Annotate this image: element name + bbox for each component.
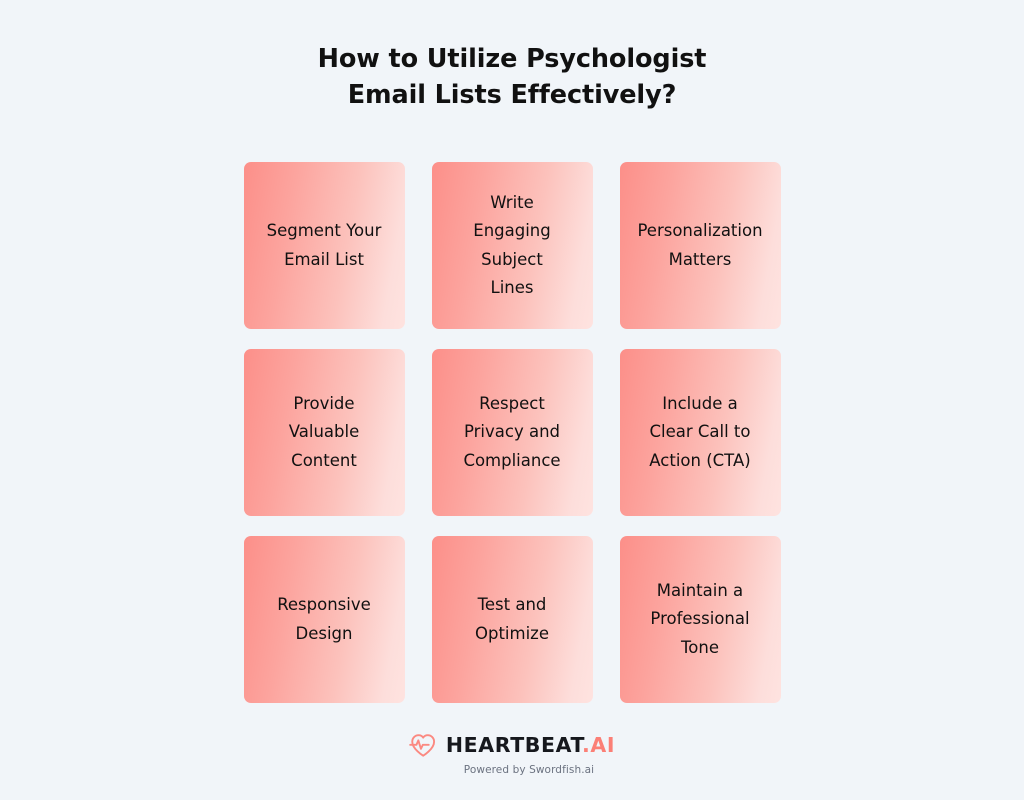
powered-by-tagline: Powered by Swordfish.ai xyxy=(463,764,595,777)
tip-card-label: Maintain a Professional Tone xyxy=(650,580,750,657)
tip-card-9: Maintain a Professional Tone xyxy=(619,536,781,704)
tip-card-1: Segment Your Email List xyxy=(243,162,405,330)
tip-card-label: Segment Your Email List xyxy=(266,221,382,269)
tip-card-label: Responsive Design xyxy=(277,595,371,643)
brand-name-accent: .AI xyxy=(581,732,616,757)
tip-card-label: Respect Privacy and Compliance xyxy=(463,393,561,470)
tip-card-5: Respect Privacy and Compliance xyxy=(431,349,593,517)
tip-card-3: Personalization Matters xyxy=(619,162,781,330)
tip-card-7: Responsive Design xyxy=(243,536,405,704)
tip-card-8: Test and Optimize xyxy=(431,536,593,704)
tip-card-4: Provide Valuable Content xyxy=(243,349,405,517)
tip-card-label: Include a Clear Call to Action (CTA) xyxy=(649,393,751,470)
page-title-line-2: Email Lists Effectively? xyxy=(347,80,677,110)
tip-card-2: Write Engaging Subject Lines xyxy=(431,162,593,330)
tip-card-label: Test and Optimize xyxy=(475,595,549,643)
tips-grid: Segment Your Email List Write Engaging S… xyxy=(243,162,781,704)
page-title-line-1: How to Utilize Psychologist xyxy=(317,44,707,74)
tip-card-6: Include a Clear Call to Action (CTA) xyxy=(619,349,781,517)
heart-pulse-icon xyxy=(409,732,437,758)
logo-lockup: HEARTBEAT.AI xyxy=(409,732,615,758)
brand-wordmark: HEARTBEAT.AI xyxy=(446,735,615,756)
page-title: How to Utilize Psychologist Email Lists … xyxy=(318,41,707,113)
tip-card-label: Provide Valuable Content xyxy=(288,393,360,470)
tip-card-label: Write Engaging Subject Lines xyxy=(473,192,551,298)
brand-name-main: HEARTBEAT xyxy=(445,732,582,757)
tip-card-label: Personalization Matters xyxy=(637,221,763,269)
footer-branding: HEARTBEAT.AI Powered by Swordfish.ai xyxy=(409,732,615,776)
